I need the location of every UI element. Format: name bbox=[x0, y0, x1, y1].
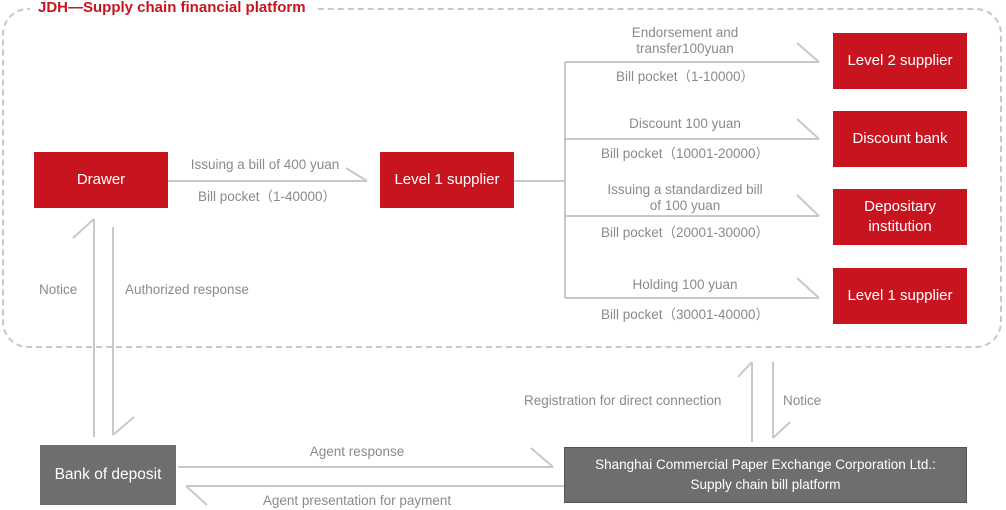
arrow-to-level2 bbox=[565, 42, 820, 63]
exchange-platform-box: Shanghai Commercial Paper Exchange Corpo… bbox=[564, 447, 967, 503]
label-authorized-response: Authorized response bbox=[125, 282, 249, 297]
arrow-agent-response bbox=[178, 447, 554, 468]
label-agent-response: Agent response bbox=[309, 444, 405, 459]
label-pocket-30001-40000: Bill pocket（30001-40000） bbox=[600, 307, 770, 322]
label-notice-left: Notice bbox=[39, 282, 78, 297]
level1-supplier-box: Level 1 supplier bbox=[380, 152, 514, 208]
exchange-name-line2: Supply chain bill platform bbox=[690, 477, 841, 492]
label-pocket-1-40000: Bill pocket（1-40000） bbox=[197, 189, 337, 204]
label-standardized-line2: of 100 yuan bbox=[649, 198, 721, 213]
label-issuing-400: Issuing a bill of 400 yuan bbox=[190, 157, 340, 172]
arrow-notice-down bbox=[772, 362, 791, 439]
level1-supplier-right-box: Level 1 supplier bbox=[833, 268, 967, 324]
label-pocket-10001-20000: Bill pocket（10001-20000） bbox=[600, 146, 770, 161]
label-registration: Registration for direct connection bbox=[524, 393, 722, 408]
label-agent-presentation: Agent presentation for payment bbox=[262, 493, 452, 508]
arrow-registration-up bbox=[737, 361, 753, 442]
arrow-agent-presentation bbox=[185, 485, 564, 506]
label-notice-right: Notice bbox=[783, 393, 822, 408]
platform-boundary bbox=[2, 8, 1002, 348]
arrow-authorized-down bbox=[112, 227, 135, 436]
bank-of-deposit-box: Bank of deposit bbox=[40, 445, 176, 505]
exchange-name-line1: Shanghai Commercial Paper Exchange Corpo… bbox=[595, 457, 936, 472]
depositary-institution-box: Depositary institution bbox=[833, 189, 967, 245]
label-endorsement-line1: Endorsement and bbox=[631, 25, 739, 40]
label-endorsement-line2: transfer100yuan bbox=[636, 41, 734, 56]
label-pocket-20001-30000: Bill pocket（20001-30000） bbox=[600, 225, 770, 240]
arrow-to-discount-bank bbox=[565, 118, 820, 140]
arrow-notice-up bbox=[72, 218, 95, 437]
label-pocket-1-10000: Bill pocket（1-10000） bbox=[615, 69, 755, 84]
drawer-box: Drawer bbox=[34, 152, 168, 208]
discount-bank-box: Discount bank bbox=[833, 111, 967, 167]
arrow-drawer-to-supplier bbox=[168, 167, 368, 182]
label-discount-100: Discount 100 yuan bbox=[629, 116, 741, 131]
label-standardized-line1: Issuing a standardized bill bbox=[607, 182, 763, 197]
level2-supplier-box: Level 2 supplier bbox=[833, 33, 967, 89]
arrow-to-depositary bbox=[565, 194, 820, 217]
label-holding-100: Holding 100 yuan bbox=[632, 277, 738, 292]
depositary-institution-label: Depositary institution bbox=[864, 198, 936, 235]
arrow-to-level1-right bbox=[565, 277, 820, 299]
platform-title: JDH—Supply chain financial platform bbox=[30, 0, 314, 17]
